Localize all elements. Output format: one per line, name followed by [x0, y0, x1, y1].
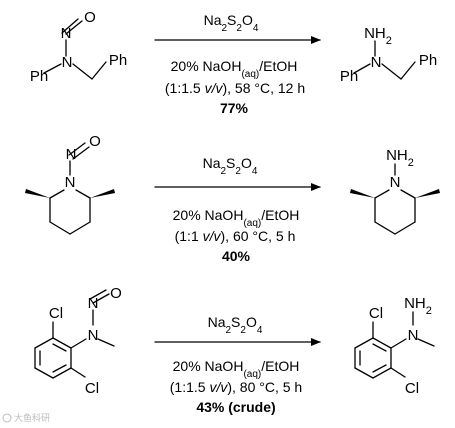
wedge-bond — [350, 189, 375, 198]
ring-n-label: N — [65, 174, 76, 191]
conditions-label: (1:1 v/v), 60 °C, 5 h — [175, 228, 296, 244]
amine-n-label: N — [371, 54, 382, 71]
nitroso-n-label: N — [61, 25, 72, 42]
reaction-3: Cl Cl N N O Na2S2O4 20% NaOH(aq)/EtOH (1… — [34, 285, 435, 415]
wedge-bond — [90, 189, 115, 198]
amine-n-label: N — [408, 327, 419, 344]
reagent-label: Na2S2O4 — [208, 314, 263, 336]
nitroso-o-label: O — [84, 9, 96, 26]
nitroso-n-label: N — [66, 146, 77, 163]
nitroso-n-label: N — [88, 295, 99, 312]
phenyl-label: Ph — [419, 52, 437, 69]
chlorine-label: Cl — [49, 305, 63, 322]
chlorine-label: Cl — [369, 305, 383, 322]
solvent-label: 20% NaOH(aq)/EtOH — [173, 358, 300, 380]
conditions-label: (1:1.5 v/v), 58 °C, 12 h — [165, 80, 305, 96]
nh2-label: NH2 — [386, 147, 414, 169]
nitroso-o-label: O — [89, 133, 101, 150]
watermark: 大鱼科研 — [2, 412, 50, 423]
wedge-bond — [415, 189, 440, 198]
nh2-label: NH2 — [404, 295, 432, 317]
yield-label: 43% (crude) — [196, 399, 275, 415]
product-2-structure: NH2 N — [350, 147, 440, 235]
reagent-label: Na2S2O4 — [204, 12, 259, 34]
reaction-1: N O N Ph Ph Na2S2O4 20% NaOH(aq)/EtOH (1… — [30, 9, 437, 116]
reagent-label: Na2S2O4 — [203, 155, 258, 177]
amine-n-label: N — [88, 327, 99, 344]
phenyl-label: Ph — [340, 68, 358, 85]
yield-label: 40% — [222, 248, 251, 264]
amine-n-label: N — [62, 54, 73, 71]
substrate-1-structure: N O N Ph Ph — [30, 9, 127, 85]
chlorine-label: Cl — [405, 380, 419, 397]
watermark-text: 大鱼科研 — [14, 412, 50, 423]
yield-label: 77% — [220, 100, 249, 116]
nh2-label: NH2 — [364, 25, 392, 47]
phenyl-label: Ph — [30, 68, 48, 85]
wedge-bond — [25, 189, 50, 198]
ring-n-label: N — [390, 174, 401, 191]
solvent-label: 20% NaOH(aq)/EtOH — [171, 58, 298, 80]
substrate-3-structure: Cl Cl N N O — [34, 285, 122, 397]
watermark-icon — [2, 413, 12, 423]
solvent-label: 20% NaOH(aq)/EtOH — [173, 207, 300, 229]
phenyl-label: Ph — [109, 52, 127, 69]
chlorine-label: Cl — [85, 380, 99, 397]
nitroso-o-label: O — [110, 285, 122, 302]
conditions-label: (1:1.5 v/v), 80 °C, 5 h — [170, 379, 302, 395]
substrate-2-structure: N O N — [25, 133, 115, 235]
reaction-2: N O N Na2S2O4 20% NaOH(aq)/EtOH (1:1 v/v… — [25, 133, 440, 264]
product-1-structure: NH2 N Ph Ph — [340, 25, 437, 85]
product-3-structure: Cl Cl N NH2 — [354, 295, 435, 397]
